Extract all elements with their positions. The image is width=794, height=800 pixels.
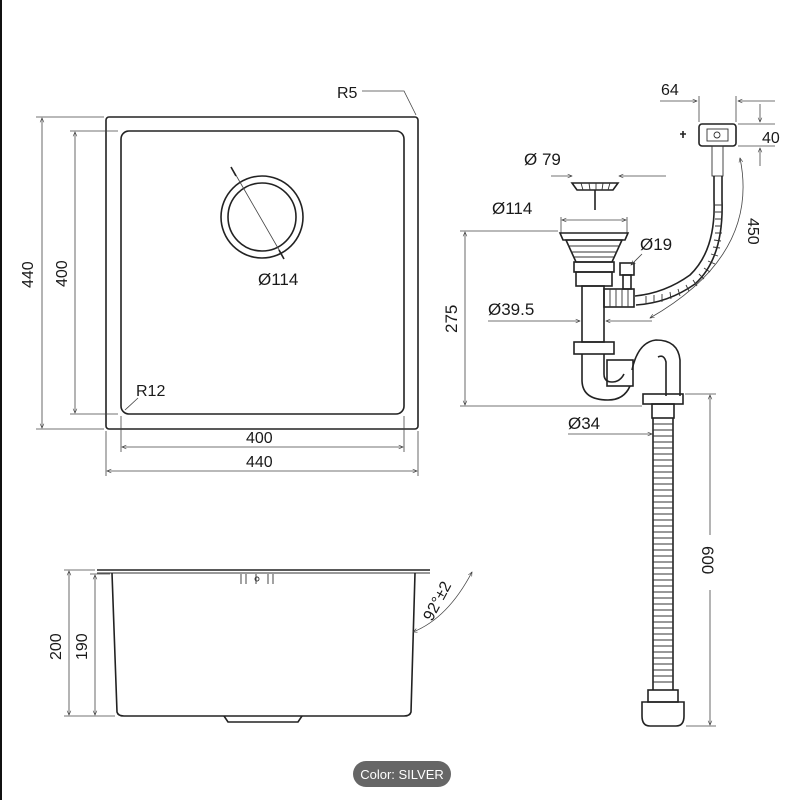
inner-height-label: 400 [54, 260, 71, 287]
dim-line-450 [650, 158, 744, 318]
drain-body [558, 232, 681, 401]
sink-outer-rim [105, 116, 419, 430]
inner-width-label: 400 [246, 430, 273, 447]
drain-hose-length-label: 600 [698, 546, 717, 574]
sink-side-view: 200 190 92°±2 [48, 569, 473, 723]
overflow-width-label: 64 [661, 82, 679, 99]
overflow-cover [680, 123, 737, 177]
r5-leader [362, 90, 417, 116]
sink-inner-basin [120, 130, 405, 415]
outer-width-label: 440 [246, 454, 273, 471]
sink-top-view: Ø114 R5 R12 440 400 400 440 [20, 85, 419, 476]
side-basin-outline [111, 572, 416, 717]
overflow-connector [603, 262, 635, 308]
dim-line-19 [631, 253, 643, 265]
inner-radius-label: R12 [136, 383, 165, 400]
drain-diameter-leader [232, 169, 283, 256]
drain-diameter-label: Ø114 [258, 270, 298, 289]
side-overflow-slot [240, 574, 274, 584]
inner-depth-label: 190 [74, 633, 91, 660]
drain-hole-inner [227, 182, 297, 252]
outlet-diameter-label: Ø34 [568, 414, 600, 433]
strainer-diameter-label: Ø 79 [524, 150, 561, 169]
r12-leader [124, 397, 139, 411]
overflow-pipe-diameter-label: Ø19 [640, 235, 672, 254]
tail-pipe-diameter-label: Ø39.5 [488, 300, 534, 319]
drain-kit: 64 40 450 Ø 79 Ø114 [442, 82, 780, 727]
overflow-hose-length-label: 450 [744, 218, 761, 245]
overflow-height-label: 40 [762, 130, 780, 147]
overflow-hose-ribs [645, 204, 722, 304]
color-badge-label: Color: SILVER [360, 766, 444, 782]
side-drain-outlet [223, 715, 303, 723]
basket-diameter-label: Ø114 [492, 199, 532, 218]
drain-hose [641, 393, 685, 727]
outer-height-label: 440 [20, 261, 37, 288]
strainer-basket [570, 182, 620, 210]
outer-depth-label: 200 [48, 633, 65, 660]
angle-arc [413, 572, 473, 632]
wall-angle-label: 92°±2 [421, 579, 456, 624]
outer-radius-label: R5 [337, 85, 358, 102]
trap-height-label: 275 [442, 305, 461, 333]
side-overflow-dot [254, 576, 260, 582]
color-badge: Color: SILVER [353, 761, 451, 787]
drain-hole-outer [220, 175, 304, 259]
drain-leader-tick-bottom [278, 249, 285, 260]
drain-leader-tick-top [230, 166, 237, 177]
left-border [0, 0, 2, 800]
